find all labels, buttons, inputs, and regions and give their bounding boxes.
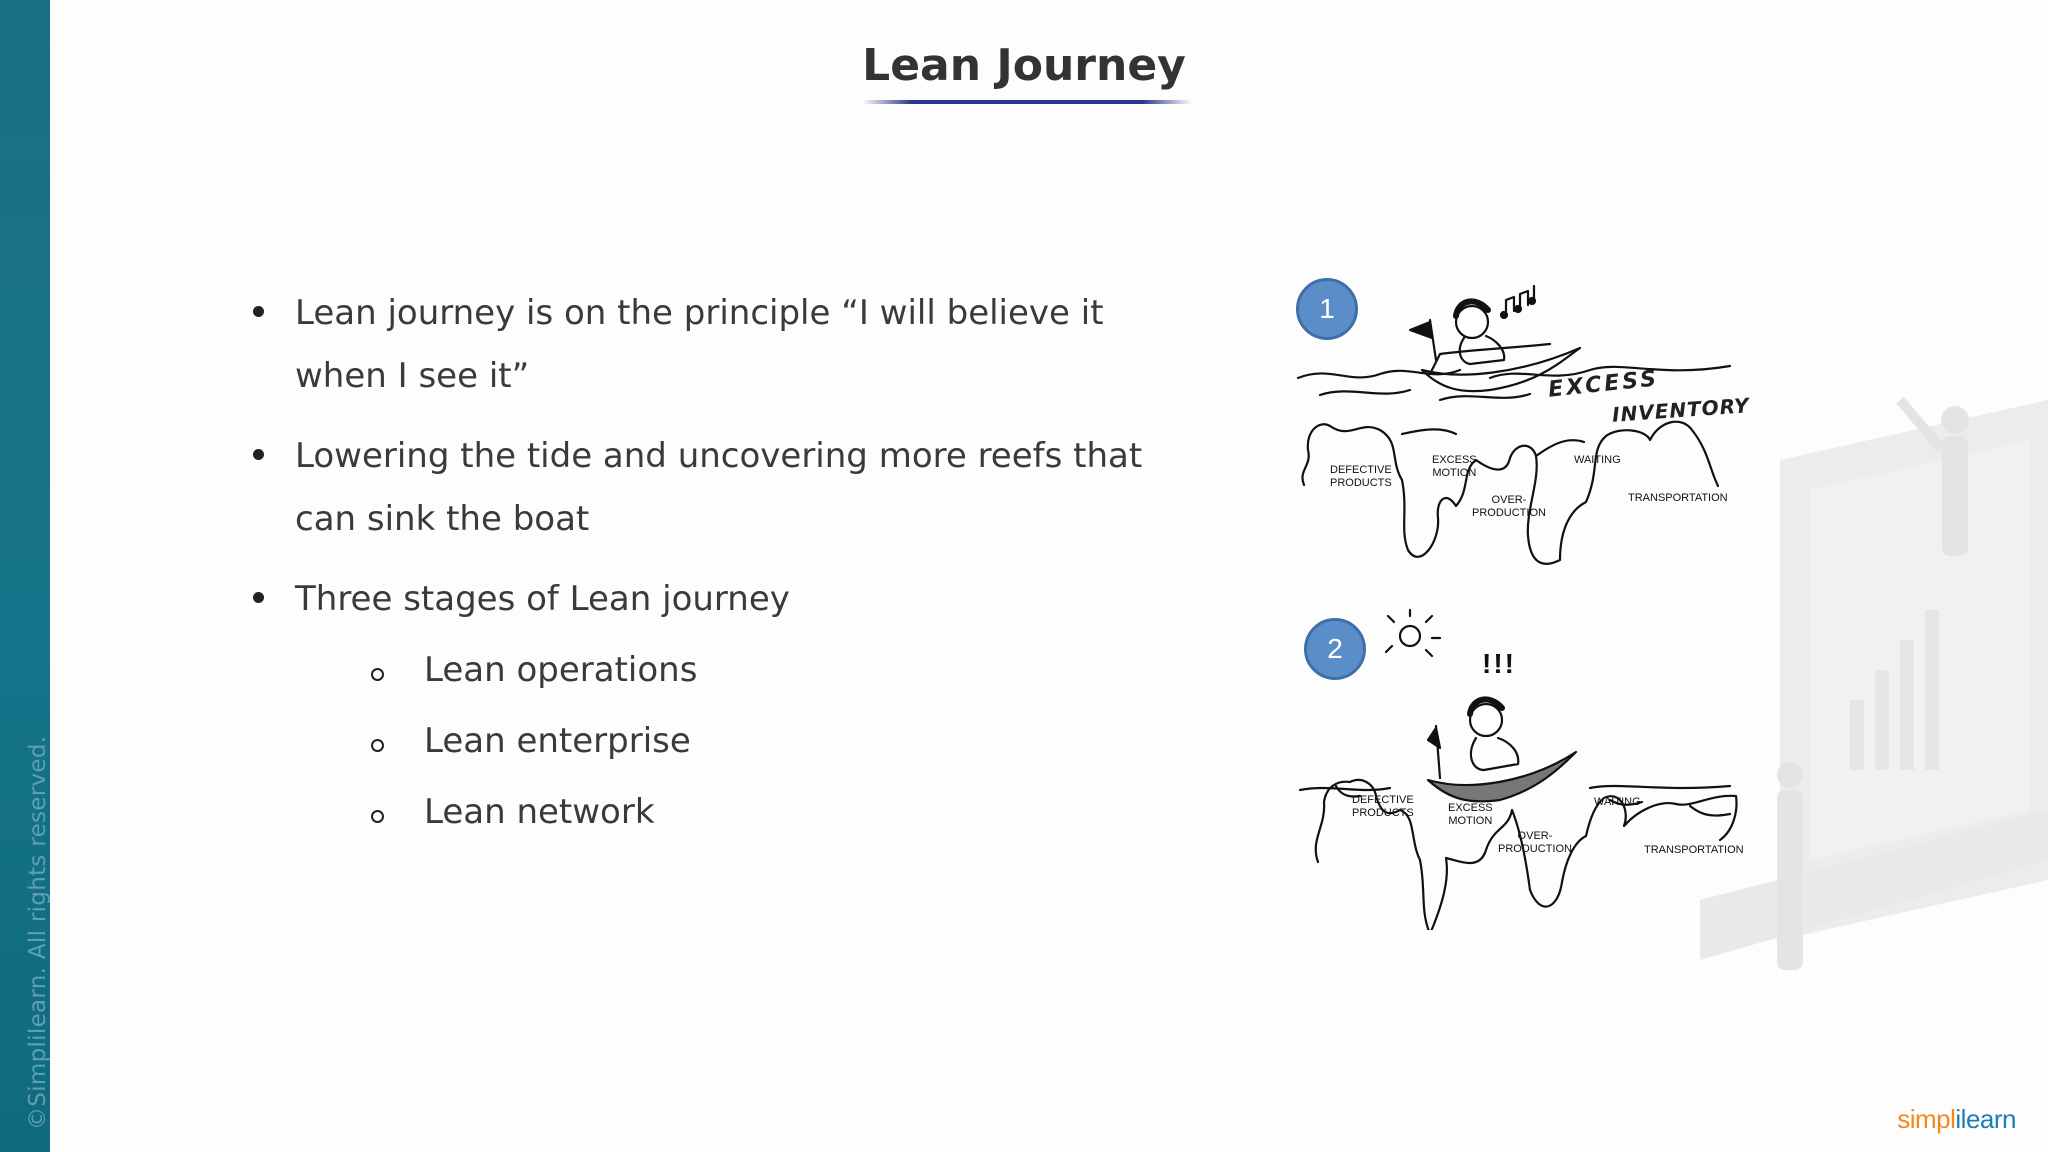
logo-part-3: learn xyxy=(1960,1104,2017,1134)
label-overproduction-2: OVER- PRODUCTION xyxy=(1498,830,1572,856)
logo-part-2: i xyxy=(1955,1104,1961,1134)
label-excess-line1: EXCESS xyxy=(1432,454,1477,466)
label-excess-motion-2: EXCESS MOTION xyxy=(1448,802,1493,828)
left-sidebar-band xyxy=(0,0,50,1152)
boat-sketches xyxy=(1296,284,1738,930)
sub-bullet-circle xyxy=(371,739,384,752)
logo-part-1: simpl xyxy=(1897,1104,1956,1134)
exclamation-marks: !!! xyxy=(1482,648,1516,679)
label-motion-line2: MOTION xyxy=(1448,815,1493,827)
label-defective-line1: DEFECTIVE xyxy=(1330,464,1392,476)
simplilearn-logo: simplilearn xyxy=(1897,1104,2016,1135)
label-motion-line2: MOTION xyxy=(1432,467,1477,479)
label-transportation: TRANSPORTATION xyxy=(1628,492,1728,504)
label-waiting-2: WAITING xyxy=(1594,796,1641,808)
label-waiting: WAITING xyxy=(1574,454,1621,466)
bullet-dot xyxy=(253,592,264,603)
bullet-2-line-2: can sink the boat xyxy=(295,499,590,539)
label-products-line2: PRODUCTS xyxy=(1330,477,1392,489)
bullet-dot xyxy=(253,449,264,460)
sub-bullet-1: Lean operations xyxy=(424,650,698,690)
bullet-dot xyxy=(253,306,264,317)
step-number-2: 2 xyxy=(1304,618,1366,680)
copyright-notice: ©Simplilearn. All rights reserved. xyxy=(0,0,51,1152)
label-defective: DEFECTIVE PRODUCTS xyxy=(1330,464,1392,490)
label-overproduction: OVER- PRODUCTION xyxy=(1472,494,1546,520)
sub-bullet-2: Lean enterprise xyxy=(424,721,691,761)
label-defective-line1: DEFECTIVE xyxy=(1352,794,1414,806)
bullet-2-line-1: Lowering the tide and uncovering more re… xyxy=(295,436,1143,476)
bullet-1-line-1: Lean journey is on the principle “I will… xyxy=(295,293,1104,333)
bullet-1-line-2: when I see it” xyxy=(295,356,530,396)
label-excess-motion: EXCESS MOTION xyxy=(1432,454,1477,480)
background-presenter-illustration xyxy=(1700,396,2048,970)
bullet-3-line-1: Three stages of Lean journey xyxy=(295,579,790,619)
label-transportation-2: TRANSPORTATION xyxy=(1644,844,1744,856)
sub-bullet-circle xyxy=(371,810,384,823)
label-over-line1: OVER- xyxy=(1517,830,1553,842)
slide-title: Lean Journey xyxy=(862,40,1186,91)
label-defective-2: DEFECTIVE PRODUCTS xyxy=(1352,794,1414,820)
label-over-line1: OVER- xyxy=(1491,494,1527,506)
sub-bullet-3: Lean network xyxy=(424,792,655,832)
copyright-text: ©Simplilearn. All rights reserved. xyxy=(25,735,51,1130)
sub-bullet-circle xyxy=(371,668,384,681)
label-production-line2: PRODUCTION xyxy=(1472,507,1546,519)
label-production-line2: PRODUCTION xyxy=(1498,843,1572,855)
label-excess-line1: EXCESS xyxy=(1448,802,1493,814)
lean-boat-illustration: 1 EXCESS INVENTORY DEFECTIVE PRODUCTS EX… xyxy=(1290,270,1750,930)
title-underline xyxy=(862,100,1192,104)
step-number-1: 1 xyxy=(1296,278,1358,340)
label-products-line2: PRODUCTS xyxy=(1352,807,1414,819)
